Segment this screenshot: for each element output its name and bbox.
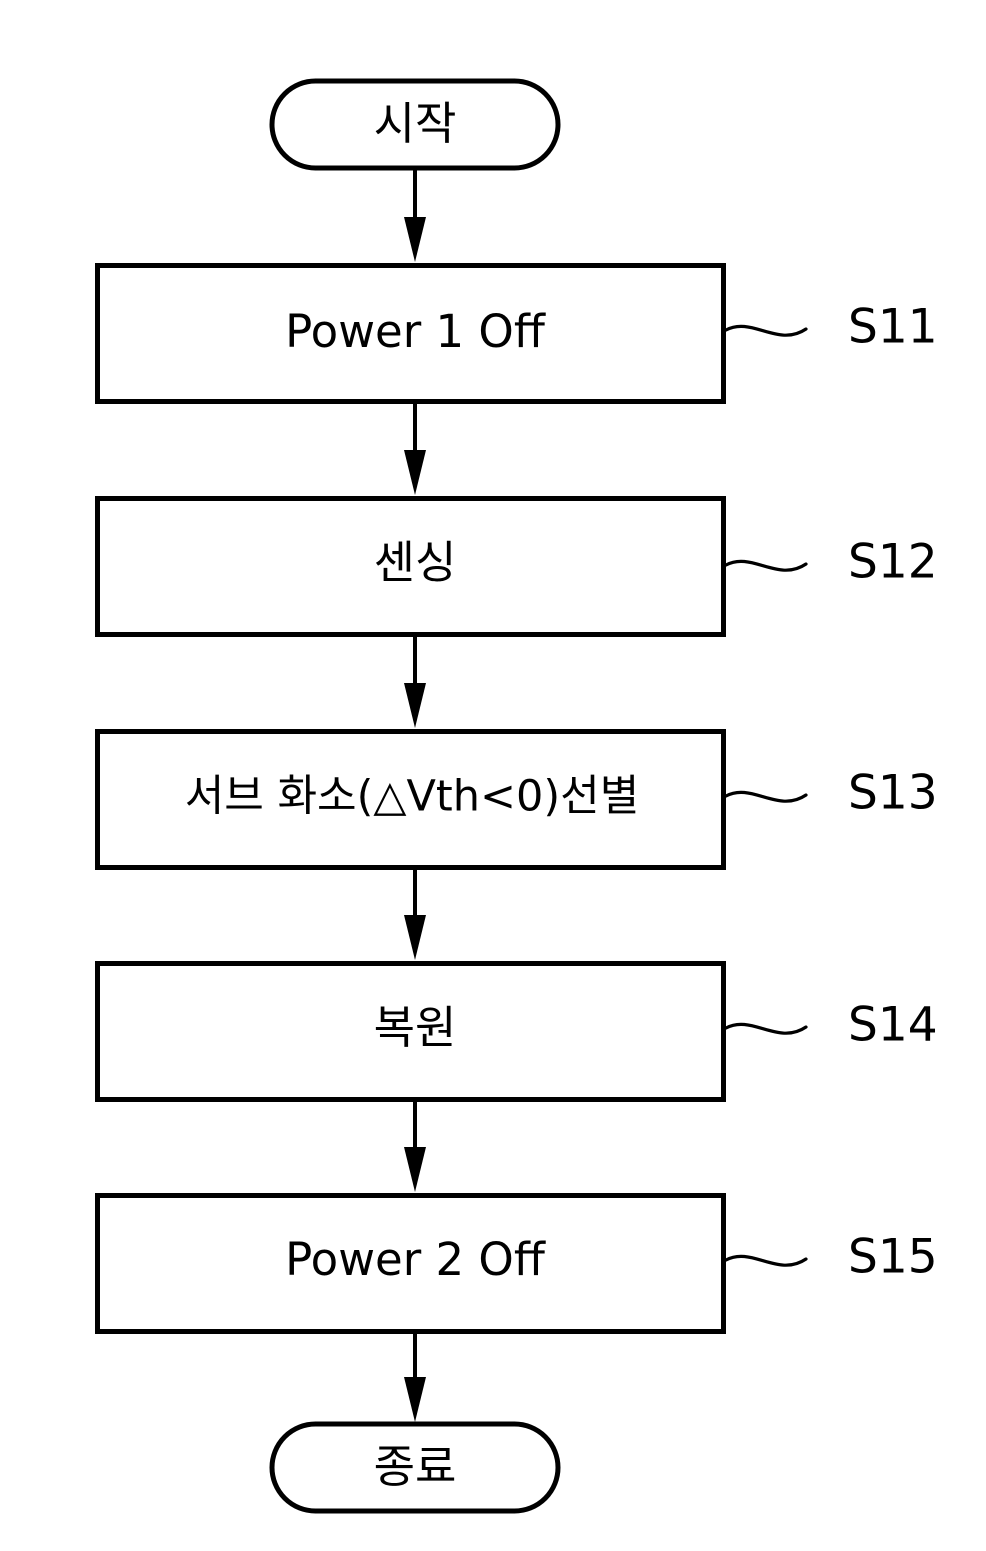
arrow-head-icon: [404, 1377, 426, 1422]
node-s11: Power 1 Off: [95, 263, 726, 404]
edge-s14-to-s15: [404, 1102, 426, 1192]
s11-box-label: Power 1 Off: [285, 305, 546, 358]
start-node-label: 시작: [374, 97, 457, 150]
s15-leader-line: [724, 1254, 808, 1267]
s12-label-text: S12: [848, 535, 938, 590]
s13-box-shape: [95, 729, 726, 870]
node-s15: Power 2 Off: [95, 1193, 726, 1334]
s13-label-text: S13: [848, 766, 938, 821]
s11-leader-line: [724, 324, 808, 337]
arrow-head-icon: [404, 915, 426, 960]
s12-leader-line: [724, 559, 808, 572]
node-end: 종료: [269, 1421, 561, 1514]
s11-box-shape: [95, 263, 726, 404]
step-label-s13: S13: [724, 766, 938, 821]
edge-start-to-s11: [404, 168, 426, 262]
edge-s15-to-end: [404, 1334, 426, 1422]
node-s12: 센싱: [95, 496, 726, 637]
step-label-s12: S12: [724, 535, 938, 590]
s15-box-shape: [95, 1193, 726, 1334]
arrow-head-icon: [404, 450, 426, 495]
step-label-s15: S15: [724, 1230, 938, 1285]
node-s14: 복원: [95, 961, 726, 1102]
arrow-head-icon: [404, 1147, 426, 1192]
step-label-s11: S11: [724, 300, 938, 355]
arrow-head-icon: [404, 683, 426, 728]
node-s13: 서브 화소(△Vth<0)선별: [95, 729, 726, 870]
node-start: 시작: [269, 78, 561, 171]
arrow-head-icon: [404, 217, 426, 262]
step-label-s14: S14: [724, 998, 938, 1053]
edge-s12-to-s13: [404, 637, 426, 728]
s13-leader-line: [724, 790, 808, 803]
s14-label-text: S14: [848, 998, 938, 1053]
s14-box-label: 복원: [374, 1001, 457, 1054]
end-node-label: 종료: [374, 1440, 457, 1493]
end-node-shape: [269, 1421, 561, 1514]
s12-box-label: 센싱: [374, 536, 457, 589]
s13-box-label: 서브 화소(△Vth<0)선별: [185, 772, 640, 822]
s15-label-text: S15: [848, 1230, 938, 1285]
s15-box-label: Power 2 Off: [285, 1233, 546, 1286]
s11-label-text: S11: [848, 300, 938, 355]
s12-box-shape: [95, 496, 726, 637]
edge-s13-to-s14: [404, 870, 426, 960]
s14-leader-line: [724, 1022, 808, 1035]
s14-box-shape: [95, 961, 726, 1102]
edge-s11-to-s12: [404, 404, 426, 495]
